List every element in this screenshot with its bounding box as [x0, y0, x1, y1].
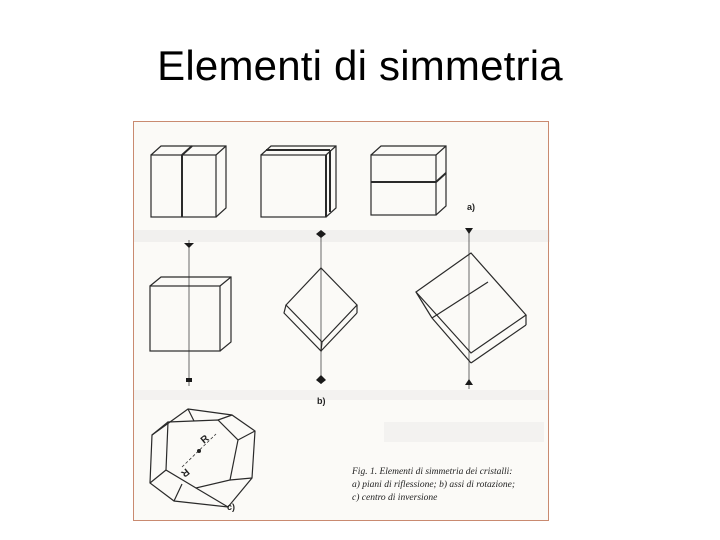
label-a: a): [467, 202, 475, 212]
inversion-mark-r2: R: [178, 466, 191, 480]
caption-line-1: Fig. 1. Elementi di simmetria dei crista…: [351, 467, 512, 477]
inversion-crystal: R R: [149, 408, 256, 508]
axis-cube-b2: [283, 230, 358, 384]
axis-cube-b3: [415, 228, 527, 389]
caption-line-2: a) piani di riflessione; b) assi di rota…: [352, 479, 515, 490]
symmetry-figure: .ln { fill:none; stroke:#2a2a2a; stroke-…: [133, 121, 550, 521]
label-c: c): [227, 502, 235, 512]
inversion-mark-r1: R: [199, 433, 212, 447]
axis-cube-b1: [149, 240, 232, 386]
label-b: b): [317, 396, 326, 406]
slide-title: Elementi di simmetria: [157, 42, 563, 89]
cube-a3: [370, 145, 447, 216]
caption-line-3: c) centro di inversione: [352, 492, 437, 503]
print-texture: [134, 230, 550, 442]
cube-a1: [150, 145, 227, 218]
symmetry-diagram: .ln { fill:none; stroke:#2a2a2a; stroke-…: [134, 145, 550, 512]
cube-a2: [260, 145, 337, 218]
